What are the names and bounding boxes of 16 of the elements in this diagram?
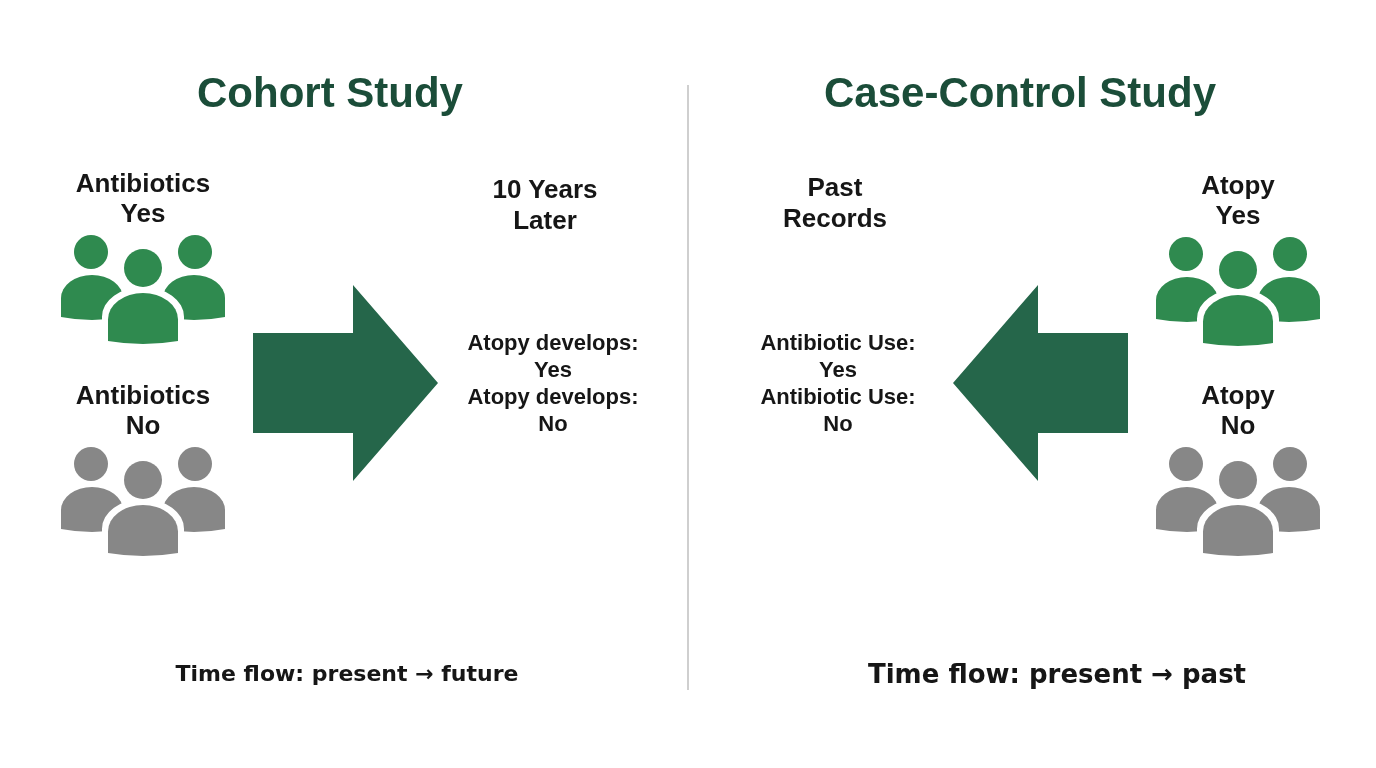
group-label: Atopy No	[1200, 380, 1276, 440]
group-label: Antibiotics No	[74, 380, 212, 440]
group-label: Atopy Yes	[1200, 170, 1276, 230]
outcome-label: Atopy develops: No	[466, 383, 640, 437]
outcome-label: Antibiotic Use: No	[759, 383, 917, 437]
block-arrow	[953, 285, 1128, 481]
time-flow-note: Time flow: present → future	[175, 661, 519, 687]
outcome-label: Atopy develops: Yes	[466, 329, 640, 383]
timepoint-label: Past Records	[781, 172, 888, 234]
panel-heading: Cohort Study	[197, 68, 463, 118]
group-label: Antibiotics Yes	[74, 168, 212, 228]
block-arrow	[253, 285, 438, 481]
timepoint-label: 10 Years Later	[491, 174, 599, 236]
outcome-label: Antibiotic Use: Yes	[759, 329, 917, 383]
panel-heading: Case-Control Study	[824, 68, 1216, 118]
time-flow-note: Time flow: present → past	[867, 659, 1247, 690]
